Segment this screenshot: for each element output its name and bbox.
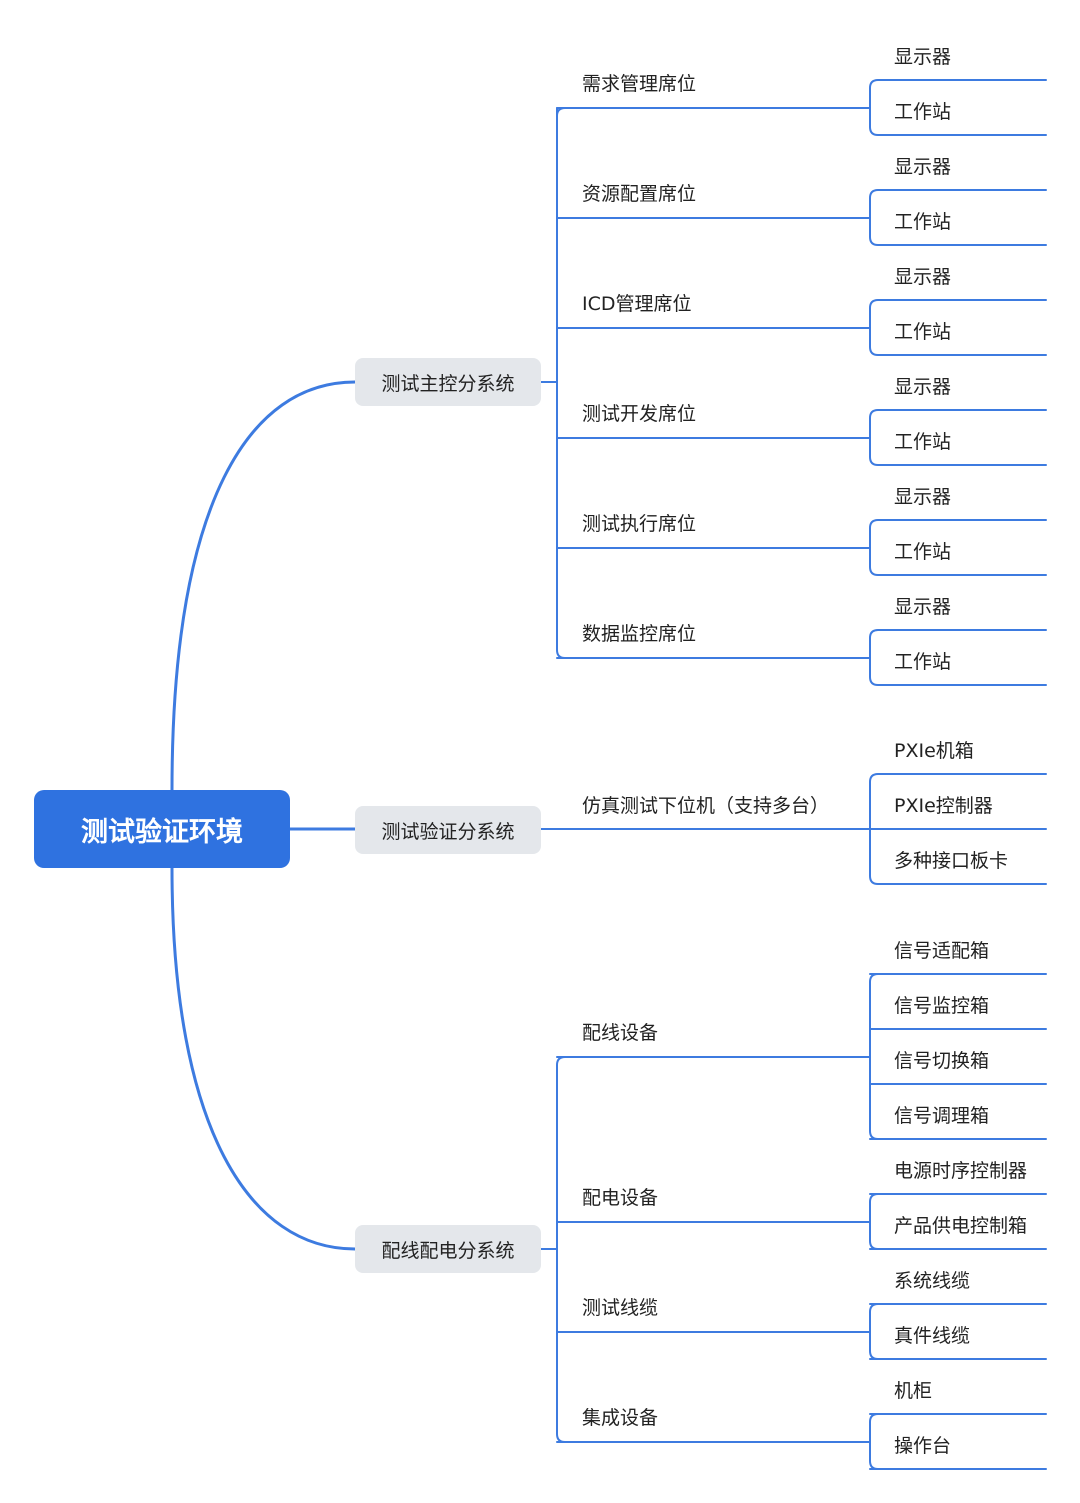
subsystem-master-control[interactable]: 测试主控分系统 [355,358,541,406]
leaf-display[interactable]: 显示器 [894,376,952,398]
leaf-signal-adapter-box[interactable]: 信号适配箱 [894,940,990,962]
topic-integration-equipment[interactable]: 集成设备 [582,1407,659,1429]
leaf-workstation[interactable]: 工作站 [894,431,952,453]
leaf-display[interactable]: 显示器 [894,266,952,288]
root-connector-bottom [170,867,356,1251]
leaf-cabinet[interactable]: 机柜 [894,1380,933,1402]
leaf-underline [869,189,1047,219]
leaf-display[interactable]: 显示器 [894,596,952,618]
leaf-workstation[interactable]: 工作站 [894,651,952,673]
topic-icd-seat[interactable]: ICD管理席位 [582,293,692,315]
topic-simulation-target[interactable]: 仿真测试下位机（支持多台） [582,795,830,817]
leaf-display[interactable]: 显示器 [894,156,952,178]
leaf-underline [869,107,1047,136]
topic-test-cables[interactable]: 测试线缆 [582,1297,659,1319]
topic-requirements-seat[interactable]: 需求管理席位 [582,73,697,95]
leaf-underline [869,773,1047,830]
leaf-bracket [869,973,879,1140]
leaf-bracket [869,1303,879,1360]
leaf-underline [869,437,1047,466]
branch-vertical-1 [556,107,566,659]
leaf-underline [869,519,1047,549]
topic-power-equipment[interactable]: 配电设备 [582,1187,659,1209]
leaf-display[interactable]: 显示器 [894,486,952,508]
leaf-bracket [869,1413,879,1470]
leaf-workstation[interactable]: 工作站 [894,541,952,563]
leaf-power-sequencer[interactable]: 电源时序控制器 [894,1160,1028,1182]
topic-data-monitor-seat[interactable]: 数据监控席位 [582,623,697,645]
branch-vertical-3 [556,1056,566,1443]
leaf-workstation[interactable]: 工作站 [894,211,952,233]
leaf-underline [869,79,1047,109]
leaf-signal-monitor-box[interactable]: 信号监控箱 [894,995,990,1017]
leaf-underline [869,828,1047,885]
leaf-system-cables[interactable]: 系统线缆 [894,1270,971,1292]
branch-corner-1 [556,107,566,117]
leaf-underline [869,657,1047,686]
leaf-underline [869,547,1047,576]
leaf-product-power-box[interactable]: 产品供电控制箱 [894,1215,1028,1237]
leaf-bracket [869,1193,879,1250]
leaf-interface-boards[interactable]: 多种接口板卡 [894,850,1009,872]
topic-test-exec-seat[interactable]: 测试执行席位 [582,513,697,535]
root-topic[interactable]: 测试验证环境 [34,790,290,868]
leaf-underline [869,409,1047,439]
leaf-underline [869,299,1047,329]
leaf-underline [869,629,1047,659]
topic-wiring-equipment[interactable]: 配线设备 [582,1022,659,1044]
topic-test-dev-seat[interactable]: 测试开发席位 [582,403,697,425]
leaf-pxie-chassis[interactable]: PXIe机箱 [894,740,974,762]
leaf-signal-switch-box[interactable]: 信号切换箱 [894,1050,990,1072]
subsystem-wiring-power[interactable]: 配线配电分系统 [355,1225,541,1273]
leaf-real-part-cables[interactable]: 真件线缆 [894,1325,971,1347]
leaf-display[interactable]: 显示器 [894,46,952,68]
topic-resource-config-seat[interactable]: 资源配置席位 [582,183,697,205]
leaf-signal-conditioning-box[interactable]: 信号调理箱 [894,1105,990,1127]
subsystem-verification[interactable]: 测试验证分系统 [355,806,541,854]
leaf-workstation[interactable]: 工作站 [894,101,952,123]
leaf-workstation[interactable]: 工作站 [894,321,952,343]
leaf-underline [869,217,1047,246]
leaf-pxie-controller[interactable]: PXIe控制器 [894,795,993,817]
leaf-underline [869,327,1047,356]
root-connector-top [170,380,356,791]
leaf-console[interactable]: 操作台 [894,1435,952,1457]
